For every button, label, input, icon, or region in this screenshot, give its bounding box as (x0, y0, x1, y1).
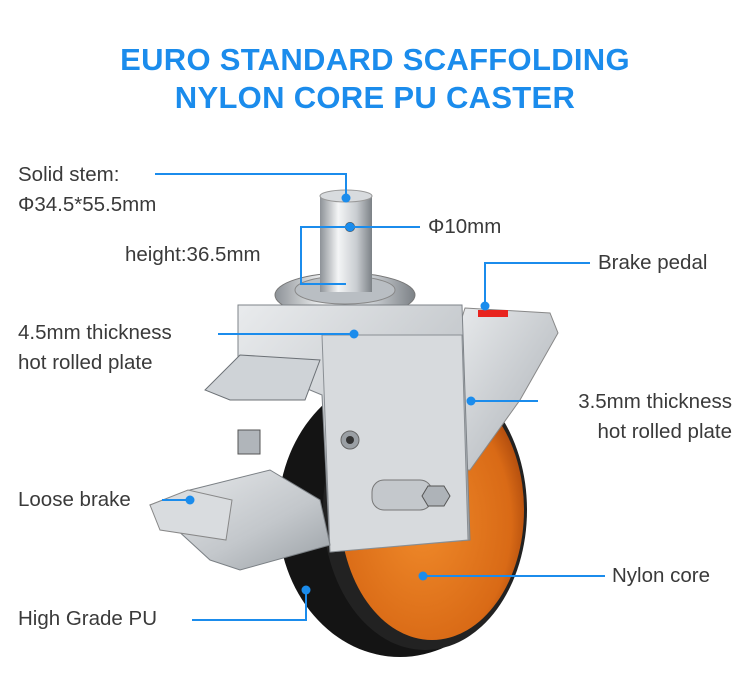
label-hole: Φ10mm (428, 215, 502, 238)
label-nylon-core: Nylon core (612, 564, 710, 587)
label-stem-1: Solid stem: (18, 163, 120, 186)
label-loose-brake: Loose brake (18, 488, 131, 511)
leader-dots (185, 193, 490, 595)
label-height: height:36.5mm (125, 243, 261, 266)
label-brake-pedal: Brake pedal (598, 251, 708, 274)
title-line-2: NYLON CORE PU CASTER (174, 80, 576, 115)
label-pu: High Grade PU (18, 607, 158, 630)
leader-lines (155, 173, 605, 621)
label-top-plate-1: 4.5mm thickness (18, 321, 172, 344)
brake-lever (149, 354, 331, 571)
brake-pedal-marker (478, 310, 508, 317)
label-top-plate-2: hot rolled plate (18, 351, 153, 374)
label-side-plate-2: hot rolled plate (597, 420, 732, 443)
title-line-1: EURO STANDARD SCAFFOLDING (120, 42, 630, 77)
label-stem-2: Φ34.5*55.5mm (18, 193, 157, 216)
fork-plate (237, 304, 471, 553)
label-side-plate-1: 3.5mm thickness (578, 390, 732, 413)
stem (274, 189, 416, 318)
